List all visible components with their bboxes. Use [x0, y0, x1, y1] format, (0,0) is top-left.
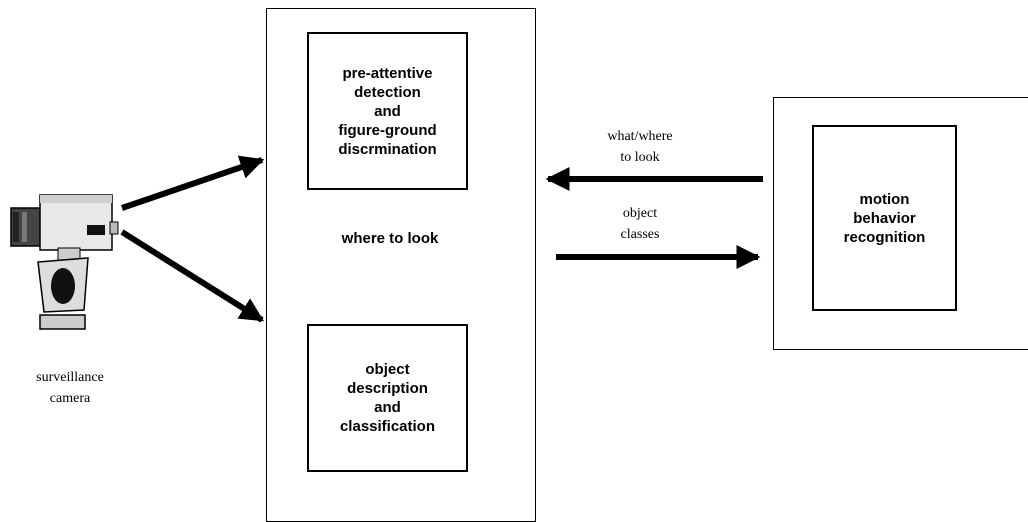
where-to-look-label: where to look — [320, 229, 460, 248]
camera-to-classification-arrow — [120, 229, 265, 323]
detection-box-label: pre-attentive detection and figure-groun… — [338, 64, 437, 158]
recognition-box: motion behavior recognition — [812, 125, 957, 311]
classification-box: object description and classification — [307, 324, 468, 472]
recognition-box-label: motion behavior recognition — [843, 190, 926, 246]
classification-box-label: object description and classification — [339, 361, 436, 435]
surveillance-camera-icon — [10, 194, 119, 330]
detection-box: pre-attentive detection and figure-groun… — [307, 32, 468, 190]
feedback-arrow-label: what/where to look — [607, 129, 673, 165]
camera-to-detection-arrow — [121, 155, 265, 211]
camera-label: surveillance camera — [36, 370, 104, 406]
object-classes-label: object classes — [620, 206, 660, 242]
